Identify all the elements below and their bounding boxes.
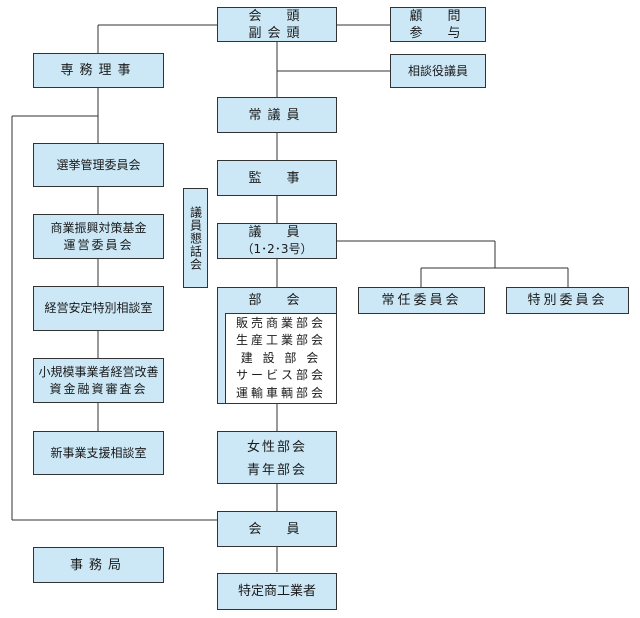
tokubetsu-label: 特別委員会 xyxy=(527,293,608,308)
tokutei-label: 特定商工業者 xyxy=(237,584,316,599)
jimukyoku-label: 事務局 xyxy=(69,557,127,573)
jimukyoku-box: 事務局 xyxy=(33,547,164,583)
fukukaito-label: 副会頭 xyxy=(248,25,306,41)
jonin-label: 常任委員会 xyxy=(381,293,462,308)
soudanyaku-box: 相談役議員 xyxy=(390,54,486,88)
bukai-item: 建 設 部 会 xyxy=(240,350,322,365)
soudanyaku-label: 相談役議員 xyxy=(407,63,468,78)
giin-soudankai-label: 議員懇話会 xyxy=(188,205,203,271)
kibo-kaizen-label1: 小規模事業者経営改善 xyxy=(38,364,159,379)
kibo-kaizen-box: 小規模事業者経営改善 資金融資審査会 xyxy=(33,358,164,403)
senmu-label: 専務理事 xyxy=(60,63,137,78)
tokutei-box: 特定商工業者 xyxy=(217,573,337,610)
sanyo-label: 参 与 xyxy=(409,25,467,41)
shogyo-kikin-label1: 商業振興対策基金 xyxy=(50,220,147,235)
kaito-box: 会 頭 副会頭 xyxy=(217,7,337,42)
bukai-title: 部 会 xyxy=(248,293,306,308)
seinen-label: 青年部会 xyxy=(246,462,307,478)
komon-label: 顧 問 xyxy=(409,8,467,24)
giin-label: 議 員 xyxy=(248,225,306,240)
bukai-item: 販売商業部会 xyxy=(235,315,326,330)
kaito-label: 会 頭 xyxy=(248,8,306,24)
giin-box: 議 員 （1･2･3号） xyxy=(217,223,337,259)
keiei-soudan-box: 経営安定特別相談室 xyxy=(33,286,164,331)
senmu-box: 専務理事 xyxy=(33,53,164,88)
jogiin-label: 常議員 xyxy=(248,107,306,123)
keiei-soudan-label: 経営安定特別相談室 xyxy=(44,301,153,315)
shinjigyo-box: 新事業支援相談室 xyxy=(33,431,164,475)
giin-soudankai-box: 議員懇話会 xyxy=(183,188,208,288)
kanji-box: 監 事 xyxy=(217,160,337,196)
komon-box: 顧 問 参 与 xyxy=(390,7,486,42)
bukai-item: サービス部会 xyxy=(235,368,326,383)
bukai-item: 生産工業部会 xyxy=(235,333,326,348)
kaiin-label: 会 員 xyxy=(248,521,306,537)
tokubetsu-box: 特別委員会 xyxy=(506,287,629,314)
senkyo-box: 選挙管理委員会 xyxy=(33,143,164,187)
shogyo-kikin-label2: 運営委員会 xyxy=(63,237,134,252)
kibo-kaizen-label2: 資金融資審査会 xyxy=(49,381,148,396)
bukai-list: 販売商業部会 生産工業部会 建 設 部 会 サービス部会 運輸車輌部会 xyxy=(225,313,337,404)
kanji-label: 監 事 xyxy=(248,170,306,186)
bukai-item: 運輸車輌部会 xyxy=(235,385,326,400)
josei-seinen-box: 女性部会 青年部会 xyxy=(217,431,337,484)
shinjigyo-label: 新事業支援相談室 xyxy=(50,445,147,460)
jogiin-box: 常議員 xyxy=(217,97,337,133)
senkyo-label: 選挙管理委員会 xyxy=(56,157,141,172)
giin-sub-label: （1･2･3号） xyxy=(241,242,313,256)
shogyo-kikin-box: 商業振興対策基金 運営委員会 xyxy=(33,214,164,259)
josei-label: 女性部会 xyxy=(246,439,307,455)
jonin-box: 常任委員会 xyxy=(358,287,485,314)
kaiin-box: 会 員 xyxy=(217,511,337,547)
